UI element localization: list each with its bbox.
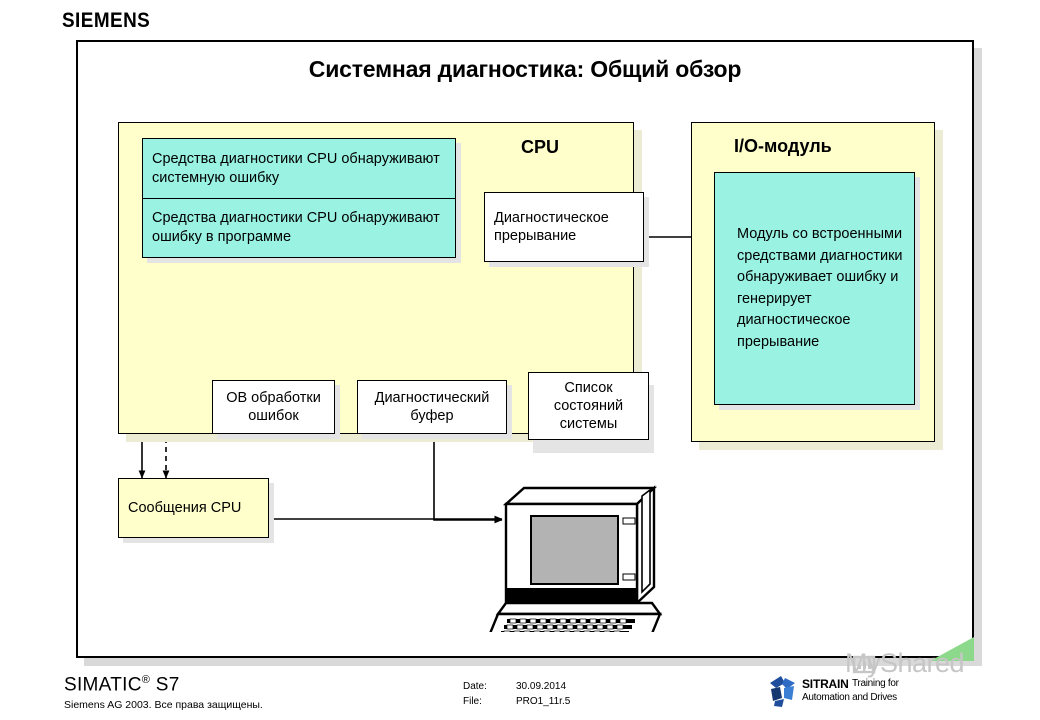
- copyright-text: Siemens AG 2003. Все права защищены.: [64, 699, 263, 711]
- sitrain-name: SITRAIN: [802, 677, 849, 691]
- detection-row-program-error: Средства диагностики CPU обнаруживают ош…: [152, 209, 440, 245]
- registered-mark: ®: [141, 674, 151, 686]
- sitrain-tagline-2: Automation and Drives: [802, 692, 897, 703]
- detection-row-system-error: Средства диагностики CPU обнаруживают си…: [152, 151, 440, 186]
- product-name: SIMATIC® S7: [64, 674, 180, 696]
- date-label: Date:: [463, 681, 487, 692]
- io-description-box: Модуль со встроенными средствами диагнос…: [714, 172, 915, 405]
- page-title: Системная диагностика: Общий обзор: [308, 56, 742, 82]
- diagnostic-interrupt-label: Диагностическое прерывание: [494, 210, 609, 244]
- detection-box: Средства диагностики CPU обнаруживают си…: [142, 138, 456, 258]
- system-status-list-box: Список состояний системы: [528, 372, 649, 440]
- file-value: PRO1_11r.5: [516, 696, 571, 707]
- diagnostic-interrupt-box: Диагностическое прерывание: [484, 192, 644, 262]
- slide-bottom-shadow: [84, 658, 982, 666]
- date-value: 30.09.2014: [516, 681, 567, 692]
- io-module-panel-title: I/O-модуль: [734, 136, 832, 156]
- cpu-panel-title: CPU: [521, 137, 560, 157]
- ob-error-handling-box: OB обработки ошибок: [212, 380, 335, 434]
- laptop-icon: [489, 485, 663, 632]
- diagnostic-buffer-label: Диагностический буфер: [374, 390, 490, 424]
- slide-footer: SIMATIC® S7 Siemens AG 2003. Все права з…: [0, 666, 1040, 720]
- cpu-messages-label: Сообщения CPU: [128, 499, 242, 516]
- slide-frame: Системная диагностика: Общий обзор: [76, 40, 974, 658]
- io-description-text: Модуль со встроенными средствами диагнос…: [737, 226, 903, 350]
- system-status-list-label: Список состояний системы: [553, 380, 624, 432]
- product-name-main: SIMATIC: [64, 674, 142, 696]
- sitrain-logo-icon: [770, 676, 795, 707]
- detection-box-divider: [143, 198, 455, 199]
- ob-error-handling-label: OB обработки ошибок: [226, 390, 321, 424]
- siemens-logo: SIEMENS: [62, 9, 151, 32]
- diagnostic-buffer-box: Диагностический буфер: [357, 380, 507, 434]
- sitrain-tagline-1: Training for: [852, 678, 899, 689]
- cpu-messages-box: Сообщения CPU: [118, 478, 269, 538]
- product-name-suffix: S7: [155, 674, 180, 696]
- file-label: File:: [463, 696, 482, 707]
- diagram-canvas: CPU Средства диагностики CPU обнаруживаю…: [78, 42, 976, 660]
- sitrain-block: SITRAIN Training for Automation and Driv…: [768, 674, 998, 714]
